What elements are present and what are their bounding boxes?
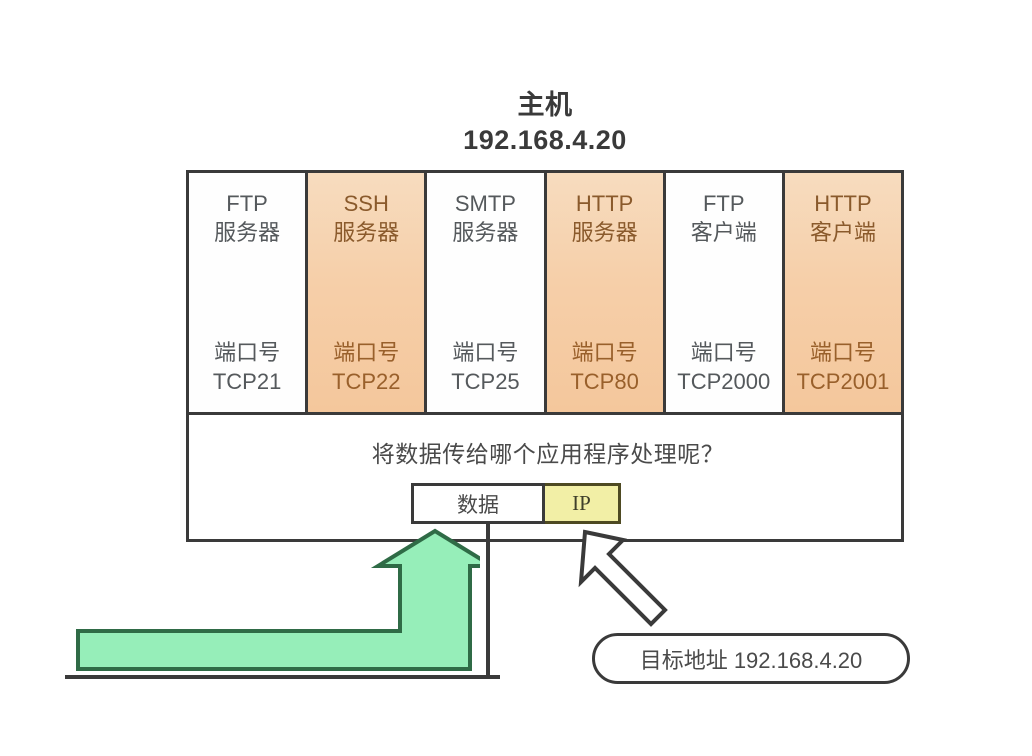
- app-port: 端口号 TCP25: [451, 338, 519, 396]
- app-name: HTTP 客户端: [810, 189, 876, 247]
- app-name: FTP 服务器: [214, 189, 280, 247]
- app-port: 端口号 TCP21: [213, 338, 281, 396]
- app-name-line1: HTTP: [814, 191, 872, 216]
- app-name-line2: 客户端: [809, 220, 876, 246]
- host-frame: FTP 服务器 端口号 TCP21 SSH 服务器 端口号 TCP22: [186, 170, 904, 542]
- app-name: HTTP 服务器: [572, 189, 638, 247]
- network-bus-line: [65, 675, 500, 679]
- green-up-arrow-icon: [76, 528, 480, 671]
- app-column-ssh-server[interactable]: SSH 服务器 端口号 TCP22: [308, 173, 428, 412]
- app-name-line2: 服务器: [333, 220, 400, 246]
- packet-data-segment: 数据: [411, 483, 545, 524]
- app-column-ftp-server[interactable]: FTP 服务器 端口号 TCP21: [189, 173, 309, 412]
- port-value: TCP2001: [796, 368, 890, 394]
- port-label: 端口号: [333, 339, 400, 365]
- port-label: 端口号: [571, 339, 638, 365]
- dispatch-question-text: 将数据传给哪个应用程序处理呢？: [371, 441, 725, 467]
- app-name-line1: FTP: [702, 191, 745, 216]
- app-name-line2: 服务器: [214, 220, 281, 246]
- port-label: 端口号: [690, 339, 757, 365]
- app-name-line2: 服务器: [571, 220, 638, 246]
- app-name-line2: 客户端: [690, 220, 757, 246]
- app-port: 端口号 TCP2000: [677, 338, 770, 396]
- app-name-line1: SMTP: [454, 191, 516, 216]
- host-heading: 主机: [517, 90, 573, 120]
- app-name: SMTP 服务器: [452, 189, 518, 247]
- port-label: 端口号: [809, 339, 876, 365]
- app-name: SSH 服务器: [333, 189, 399, 247]
- app-port: 端口号 TCP80: [570, 338, 638, 396]
- app-port: 端口号 TCP2001: [796, 338, 889, 396]
- app-column-smtp-server[interactable]: SMTP 服务器 端口号 TCP25: [427, 173, 547, 412]
- app-column-http-server[interactable]: HTTP 服务器 端口号 TCP80: [546, 173, 666, 412]
- app-name-line1: HTTP: [575, 191, 634, 216]
- page-title: 主机 192.168.4.20: [345, 88, 745, 157]
- app-name-line1: SSH: [343, 191, 389, 216]
- packet-diagram: 数据 IP: [411, 483, 621, 524]
- app-name-line2: 服务器: [452, 220, 519, 246]
- app-port: 端口号 TCP22: [332, 338, 400, 396]
- port-value: TCP2000: [677, 368, 771, 394]
- app-column-http-client[interactable]: HTTP 客户端 端口号 TCP2001: [784, 173, 902, 412]
- packet-ip-header-segment: IP: [545, 483, 621, 524]
- host-ip-address: 192.168.4.20: [463, 124, 627, 155]
- port-value: TCP21: [212, 368, 282, 394]
- port-label: 端口号: [214, 339, 281, 365]
- white-diagonal-arrow-icon: [578, 529, 668, 627]
- host-network-drop-line: [486, 524, 490, 679]
- port-value: TCP25: [451, 368, 520, 394]
- app-name-line1: FTP: [226, 191, 268, 216]
- port-value: TCP22: [332, 368, 401, 394]
- destination-address-callout: 目标地址 192.168.4.20: [592, 633, 910, 684]
- port-label: 端口号: [452, 339, 519, 365]
- application-layer-row: FTP 服务器 端口号 TCP21 SSH 服务器 端口号 TCP22: [186, 170, 904, 415]
- app-column-ftp-client[interactable]: FTP 客户端 端口号 TCP2000: [665, 173, 785, 412]
- app-name: FTP 客户端: [691, 189, 757, 247]
- port-value: TCP80: [570, 368, 639, 394]
